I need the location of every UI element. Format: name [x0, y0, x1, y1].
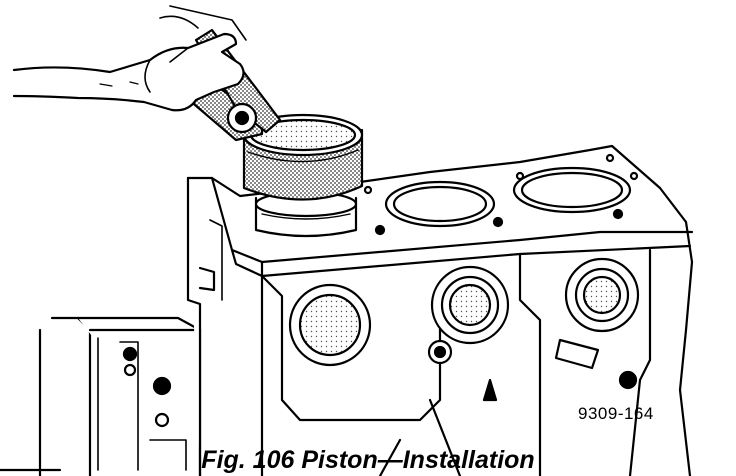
cylinder-bore-3 [512, 166, 632, 214]
cylinder-bore-2 [384, 180, 496, 228]
hand [12, 5, 247, 112]
figure-caption: Fig. 106 Piston—Installation [201, 446, 535, 474]
figure-reference-code: 9309-164 [578, 404, 654, 423]
cylinder-bores [363, 153, 639, 236]
bearing-bores [288, 257, 640, 402]
left-bracket [0, 316, 202, 476]
